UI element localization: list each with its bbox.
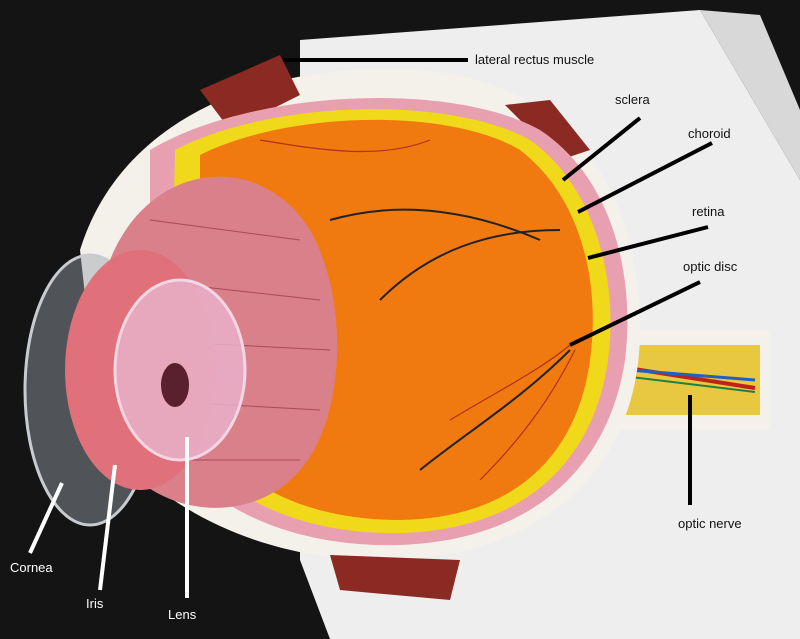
label-sclera: sclera [615,92,650,107]
label-lens: Lens [168,607,197,622]
pointer-sclera [561,116,642,182]
pointer-optic-disc [569,280,701,347]
muscle-bottom [330,555,460,600]
label-cornea: Cornea [10,560,53,575]
label-optic-disc: optic disc [683,259,738,274]
muscle-top [200,55,300,130]
pointer-choroid [577,141,713,214]
label-choroid: choroid [688,126,731,141]
stand-side [700,10,800,180]
pointer-iris [98,464,117,591]
label-optic-nerve: optic nerve [678,516,742,531]
pointer-retina [587,225,709,260]
label-iris: Iris [86,596,104,611]
label-retina: retina [692,204,725,219]
pointer-cornea [28,482,64,554]
label-lateral-rectus: lateral rectus muscle [475,52,595,67]
muscle-right [505,100,590,160]
